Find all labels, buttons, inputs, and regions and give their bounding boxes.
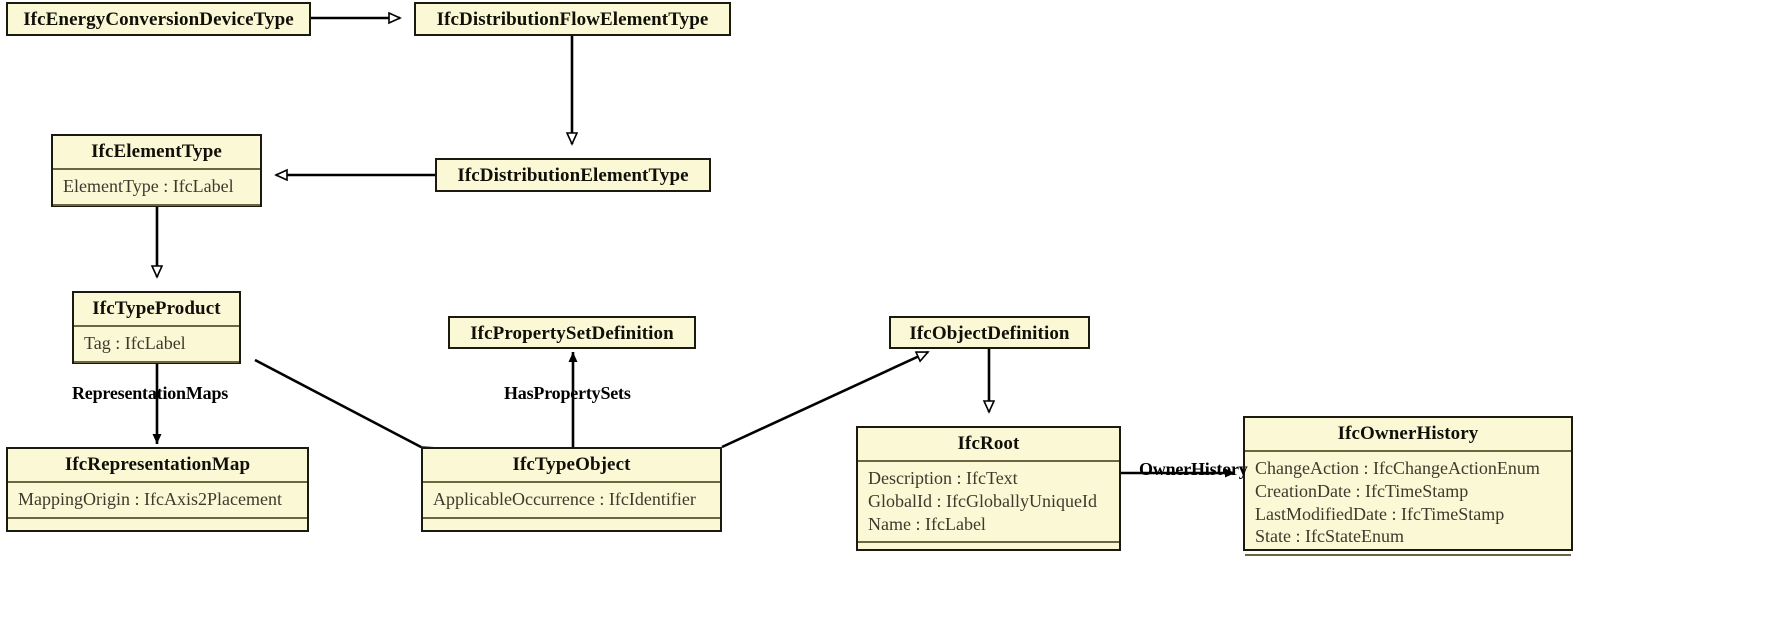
class-attribute: State : IfcStateEnum — [1255, 526, 1404, 547]
class-box-ifcownerhistory[interactable]: IfcOwnerHistory ChangeAction : IfcChange… — [1243, 416, 1573, 556]
class-name: IfcOwnerHistory — [1337, 423, 1479, 444]
class-name: IfcObjectDefinition — [909, 323, 1070, 344]
class-operations — [423, 516, 720, 536]
class-name: IfcRoot — [957, 433, 1020, 454]
class-box-ifctypeproduct[interactable]: IfcTypeProduct Tag : IfcLabel — [72, 291, 241, 364]
class-attribute: MappingOrigin : IfcAxis2Placement — [18, 489, 282, 510]
class-box-ifctypeobject[interactable]: IfcTypeObject ApplicableOccurrence : Ifc… — [421, 447, 722, 532]
class-attribute: ChangeAction : IfcChangeActionEnum — [1255, 458, 1540, 479]
class-attribute: GlobalId : IfcGloballyUniqueId — [868, 490, 1097, 511]
class-attribute: Name : IfcLabel — [868, 513, 986, 534]
class-operations — [1245, 553, 1571, 573]
class-operations — [8, 516, 307, 536]
class-attribute: LastModifiedDate : IfcTimeStamp — [1255, 503, 1505, 524]
class-operations — [74, 360, 239, 380]
class-name: IfcEnergyConversionDeviceType — [23, 9, 294, 30]
class-box-ifcenergyconversiondevicetype[interactable]: IfcEnergyConversionDeviceType — [6, 2, 311, 36]
class-attribute: ElementType : IfcLabel — [63, 176, 234, 197]
class-box-ifcelementtype[interactable]: IfcElementType ElementType : IfcLabel — [51, 134, 262, 207]
edge-label-ownerhistory: OwnerHistory — [1139, 459, 1248, 479]
class-box-ifcpropertysetdefinition[interactable]: IfcPropertySetDefinition — [448, 316, 696, 349]
class-operations — [858, 541, 1119, 560]
class-attributes: ChangeAction : IfcChangeActionEnum Creat… — [1245, 450, 1571, 554]
class-name: IfcDistributionFlowElementType — [436, 9, 709, 30]
class-box-ifcdistributionflowelementtype[interactable]: IfcDistributionFlowElementType — [414, 2, 731, 36]
class-attribute: Description : IfcText — [868, 468, 1018, 489]
class-name: IfcPropertySetDefinition — [470, 323, 674, 344]
class-attributes: ApplicableOccurrence : IfcIdentifier — [423, 481, 720, 517]
class-box-ifcroot[interactable]: IfcRoot Description : IfcText GlobalId :… — [856, 426, 1121, 551]
class-attribute: Tag : IfcLabel — [84, 333, 186, 354]
edge-label-representationmaps: RepresentationMaps — [72, 383, 229, 403]
class-attribute: CreationDate : IfcTimeStamp — [1255, 480, 1469, 501]
class-name: IfcTypeObject — [512, 454, 631, 475]
class-attributes: Description : IfcText GlobalId : IfcGlob… — [858, 460, 1119, 541]
class-box-ifcdistributionelementtype[interactable]: IfcDistributionElementType — [435, 158, 711, 192]
class-box-ifcobjectdefinition[interactable]: IfcObjectDefinition — [889, 316, 1090, 349]
class-operations — [53, 203, 260, 223]
class-name: IfcRepresentationMap — [64, 454, 251, 475]
class-name: IfcElementType — [91, 141, 222, 162]
class-box-ifcrepresentationmap[interactable]: IfcRepresentationMap MappingOrigin : Ifc… — [6, 447, 309, 532]
class-attribute: ApplicableOccurrence : IfcIdentifier — [433, 489, 696, 510]
class-attributes: ElementType : IfcLabel — [53, 168, 260, 204]
class-attributes: MappingOrigin : IfcAxis2Placement — [8, 481, 307, 517]
class-name: IfcTypeProduct — [92, 298, 221, 319]
edge-typeobject-to-typeproduct — [254, 358, 421, 447]
class-name: IfcDistributionElementType — [457, 165, 689, 186]
edge-label-haspropertysets: HasPropertySets — [504, 383, 631, 403]
class-attributes: Tag : IfcLabel — [74, 325, 239, 361]
